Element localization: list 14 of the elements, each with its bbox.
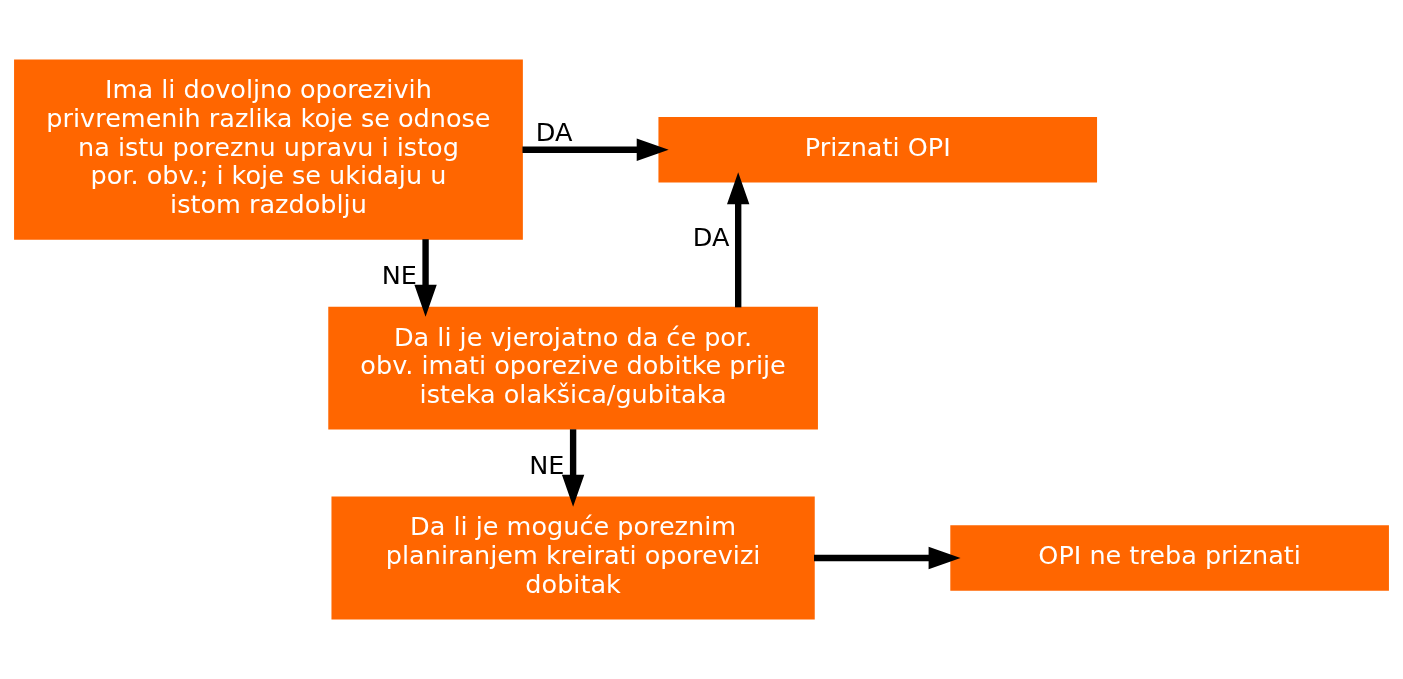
node-box: Ima li dovoljno oporezivih privremenih razlika koje se odnose na istu poreznu upravu i istog por. obv.; i koje se ukidaju u istom razdoblju: [14, 59, 523, 240]
node-box: Da li je vjerojatno da će por. obv. imati oporezive dobitke prije isteka olakšica/gubitaka: [328, 306, 818, 430]
arrow: [561, 429, 585, 507]
arrow: [727, 172, 750, 308]
edge-label: NE: [529, 450, 565, 481]
edge-label: DA: [692, 221, 730, 252]
arrow: [522, 138, 669, 161]
arrow: [814, 546, 961, 570]
node-box: Priznati OPI: [658, 117, 1098, 183]
edge-label: DA: [535, 117, 573, 148]
arrow: [414, 239, 437, 317]
edge-label: NE: [381, 260, 417, 291]
node-box: OPI ne treba priznati: [950, 525, 1389, 591]
node-box: Da li je moguće poreznim planiranjem kreirati oporevizi dobitak: [331, 496, 815, 620]
